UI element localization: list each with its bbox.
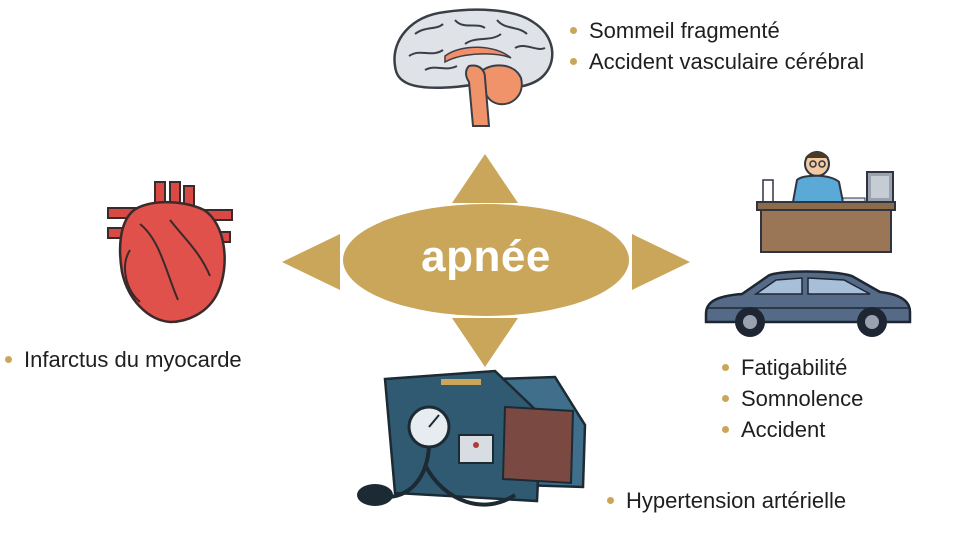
list-item: Infarctus du myocarde <box>5 344 242 375</box>
bullet-icon <box>570 26 577 34</box>
hub-ellipse <box>343 204 629 316</box>
list-item: Sommeil fragmenté <box>570 15 864 46</box>
arrow-up-icon <box>452 154 518 203</box>
right-list: Fatigabilité Somnolence Accident <box>722 352 863 445</box>
bullet-icon <box>570 57 577 65</box>
list-item: Somnolence <box>722 383 863 414</box>
list-item-label: Somnolence <box>741 386 864 411</box>
list-item: Accident vasculaire cérébral <box>570 46 864 77</box>
bullet-icon <box>722 425 729 433</box>
blood-pressure-cuff-icon <box>357 369 587 507</box>
brain-icon <box>393 8 554 127</box>
list-item-label: Fatigabilité <box>741 355 848 380</box>
bullet-icon <box>722 394 729 402</box>
car-icon <box>704 270 912 337</box>
list-item-label: Accident <box>741 417 826 442</box>
hub-label: apnée <box>421 232 551 281</box>
list-item: Hypertension artérielle <box>607 485 846 516</box>
heart-icon <box>107 181 233 324</box>
list-item-label: Hypertension artérielle <box>626 488 847 513</box>
bottom-list: Hypertension artérielle <box>607 485 846 516</box>
list-item: Accident <box>722 414 863 445</box>
office-worker-icon <box>756 151 896 253</box>
left-list: Infarctus du myocarde <box>5 344 242 375</box>
list-item-label: Infarctus du myocarde <box>24 347 242 372</box>
arrow-left-icon <box>282 234 340 290</box>
list-item-label: Sommeil fragmenté <box>589 18 780 43</box>
bullet-icon <box>607 496 614 504</box>
arrow-right-icon <box>632 234 690 290</box>
list-item: Fatigabilité <box>722 352 863 383</box>
list-item-label: Accident vasculaire cérébral <box>589 49 865 74</box>
bullet-icon <box>722 363 729 371</box>
arrow-down-icon <box>452 318 518 367</box>
top-list: Sommeil fragmenté Accident vasculaire cé… <box>570 15 864 77</box>
bullet-icon <box>5 355 12 363</box>
